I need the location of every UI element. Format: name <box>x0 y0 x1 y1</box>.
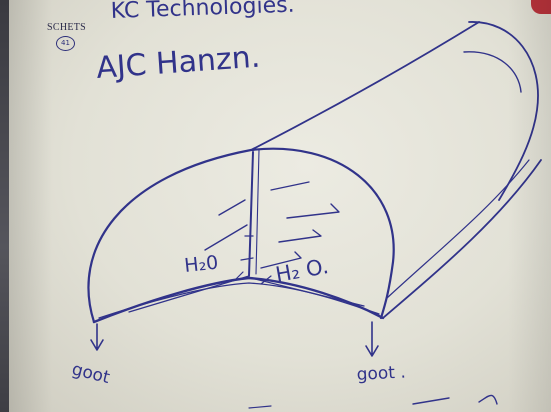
drain-label-right: goot . <box>356 362 406 385</box>
sketch-paper: SCHETS 41 KC Technologies. AJC Hanzn. <box>9 0 551 412</box>
tick-mark <box>234 271 244 281</box>
center-post <box>248 151 254 277</box>
greenhouse-sketch: KC Technologies. AJC Hanzn. <box>70 0 542 409</box>
flow-arrow <box>278 229 322 243</box>
water-label-right: H₂ O. <box>274 254 331 287</box>
scanner-edge <box>0 0 9 412</box>
flow-line <box>270 181 310 191</box>
back-arch-line <box>468 21 539 201</box>
center-post-inner <box>255 149 260 275</box>
right-base-line <box>382 159 542 319</box>
hatch-line <box>240 257 254 261</box>
tick-mark <box>260 275 272 285</box>
water-label-left: H₂0 <box>183 252 219 277</box>
drain-arrow-left <box>90 323 104 351</box>
front-arch-line <box>87 147 395 324</box>
flow-arrow <box>260 251 302 269</box>
flow-arrow <box>286 203 340 219</box>
drain-label-left: goot <box>70 359 112 388</box>
header-top-line: KC Technologies. <box>110 0 295 24</box>
hatch-line <box>218 199 246 216</box>
hatch-line <box>204 224 248 251</box>
back-arch-detail <box>463 51 522 93</box>
schets-stamp-label: SCHETS <box>47 22 87 33</box>
right-flow-line <box>250 277 365 307</box>
floor-curve-inner <box>98 282 380 319</box>
bottom-scribble <box>412 394 498 405</box>
red-corner-mark <box>531 0 551 14</box>
schets-stamp-number: 41 <box>56 36 75 51</box>
drain-arrow-right <box>365 321 379 357</box>
right-base-inner <box>386 159 530 299</box>
left-flow-line <box>128 275 250 313</box>
header-name-line: AJC Hanzn. <box>95 40 261 86</box>
tunnel-drawing <box>87 21 542 409</box>
ridge-line <box>250 21 480 151</box>
bottom-scribble <box>248 405 272 409</box>
